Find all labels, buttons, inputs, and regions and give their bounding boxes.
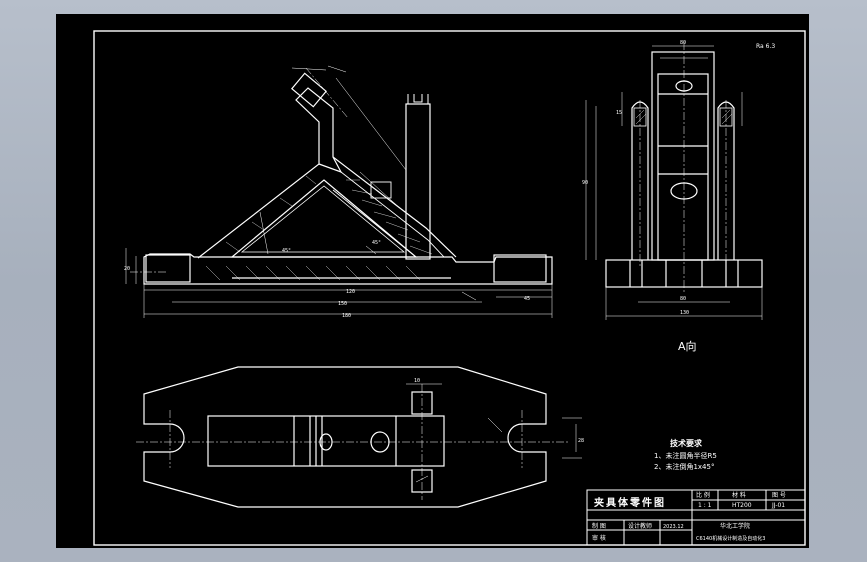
svg-text:150: 150	[338, 301, 347, 307]
view-label: A向	[678, 339, 697, 353]
svg-text:120: 120	[346, 289, 355, 295]
material-value: HT200	[732, 502, 752, 509]
tech-req-item: 2、未注倒角1x45°	[654, 462, 714, 471]
svg-text:45°: 45°	[282, 248, 291, 254]
school-name: 华北工学院	[720, 522, 750, 530]
title-block-name: 夹具体零件图	[594, 496, 666, 509]
ratio-label: 比 例	[696, 491, 710, 499]
roughness-mark: Ra 6.3	[756, 43, 775, 50]
svg-text:80: 80	[680, 296, 686, 302]
svg-text:90: 90	[582, 180, 588, 186]
svg-text:45°: 45°	[372, 240, 381, 246]
tech-req-item: 1、未注圆角半径R5	[654, 451, 717, 460]
svg-text:180: 180	[342, 313, 351, 319]
drawing-sheet: 180 150 120 45 20 80 130 80 90 15 10 28 …	[56, 14, 809, 548]
text-layer: A向 Ra 6.3 技术要求 1、未注圆角半径R5 2、未注倒角1x45° 夹具…	[592, 43, 786, 542]
svg-text:15: 15	[616, 110, 622, 116]
number-value: JJ-01	[771, 502, 785, 509]
svg-text:80: 80	[680, 40, 686, 46]
designer-label: 制 图	[592, 522, 606, 530]
top-view	[136, 366, 582, 508]
drawing-frame	[93, 30, 806, 546]
title-block	[586, 489, 806, 546]
number-label: 图 号	[772, 492, 786, 499]
ratio-value: 1 : 1	[698, 502, 712, 509]
project-name: C6140机械设计制造及自动化3	[696, 535, 765, 542]
svg-text:20: 20	[124, 266, 130, 272]
svg-text:130: 130	[680, 310, 689, 316]
svg-text:45: 45	[524, 296, 530, 302]
svg-text:10: 10	[414, 378, 420, 384]
material-label: 材 料	[732, 491, 746, 499]
side-view	[585, 42, 763, 320]
reviewer-label: 审 核	[592, 534, 606, 542]
cad-drawing	[93, 30, 806, 546]
tech-req-title: 技术要求	[670, 438, 703, 448]
svg-text:28: 28	[578, 438, 584, 444]
supervisor-label: 设计教师	[628, 522, 652, 530]
date-value: 2023.12	[663, 524, 684, 530]
front-view	[125, 65, 553, 318]
dimension-annotations: 180 150 120 45 20 80 130 80 90 15 10 28 …	[124, 40, 689, 444]
